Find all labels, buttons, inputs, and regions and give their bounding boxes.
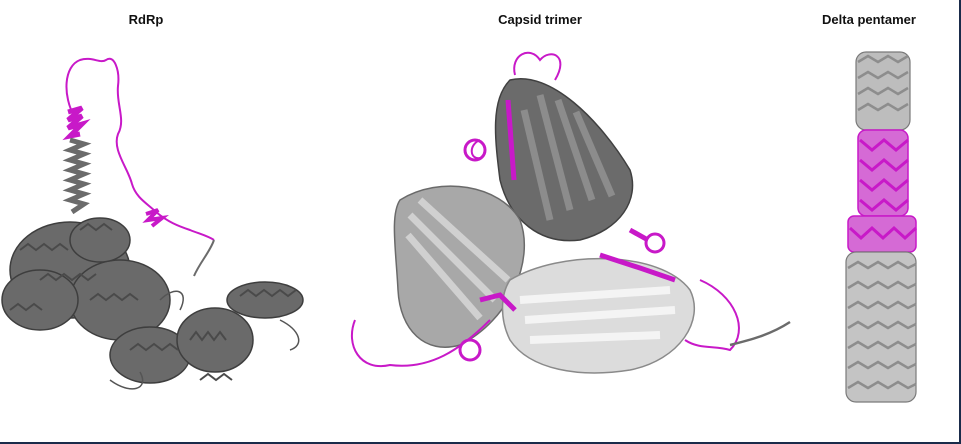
capsid-panel: Capsid trimer xyxy=(330,0,800,444)
delta-title: Delta pentamer xyxy=(822,12,916,27)
rdrp-title: RdRp xyxy=(128,12,164,27)
rdrp-structure-render xyxy=(1,57,304,390)
capsid-title: Capsid trimer xyxy=(498,12,582,27)
delta-structure-render xyxy=(845,51,918,403)
delta-panel: Delta pentamer xyxy=(800,0,961,444)
rdrp-panel: RdRp xyxy=(0,0,330,444)
capsid-structure-render xyxy=(350,51,791,374)
